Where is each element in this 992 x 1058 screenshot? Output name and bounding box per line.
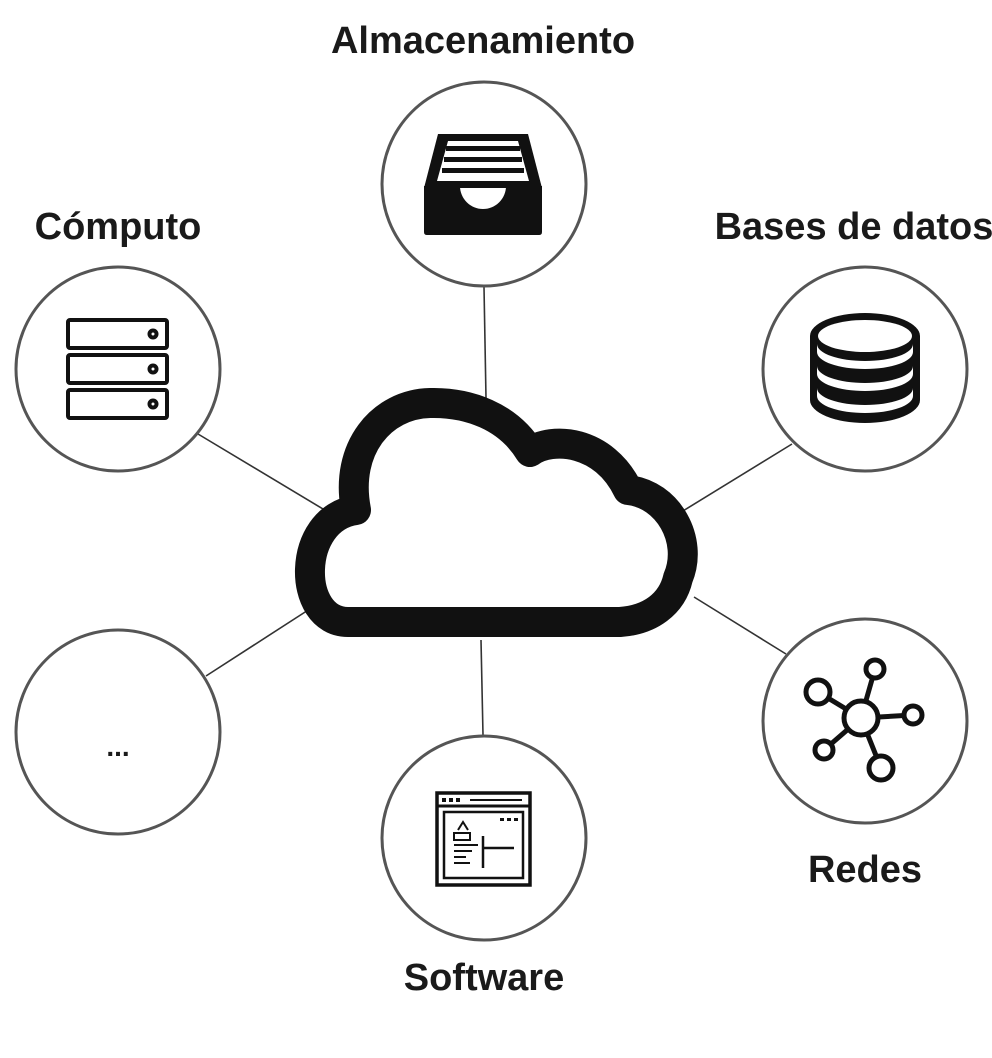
node-bases-de-datos: Bases de datos (715, 206, 992, 473)
network-hub-icon (803, 657, 925, 783)
label-computo: Cómputo (35, 206, 202, 248)
node-almacenamiento: Almacenamiento (331, 20, 635, 288)
inbox-tray-icon (424, 134, 542, 235)
connector-redes (693, 596, 787, 655)
browser-window-icon (435, 791, 532, 887)
node-ring-otros (14, 628, 222, 836)
cloud-icon (294, 387, 698, 637)
node-otros: ... (14, 628, 222, 836)
connector-bases-de-datos (677, 443, 793, 515)
node-ring-computo (14, 265, 222, 473)
label-otros: ... (106, 731, 129, 762)
node-redes: Redes (761, 617, 969, 891)
label-software: Software (404, 957, 564, 999)
connector-computo (197, 433, 329, 513)
label-redes: Redes (808, 849, 922, 891)
connector-almacenamiento (483, 286, 487, 399)
connector-software (480, 639, 484, 736)
node-software: Software (380, 734, 588, 999)
connector-otros (205, 604, 317, 677)
label-bases-de-datos: Bases de datos (715, 206, 992, 248)
label-almacenamiento: Almacenamiento (331, 20, 635, 62)
database-icon (810, 313, 920, 423)
node-computo: Cómputo (14, 206, 222, 473)
connectors (197, 286, 793, 736)
server-stack-icon (66, 318, 169, 420)
